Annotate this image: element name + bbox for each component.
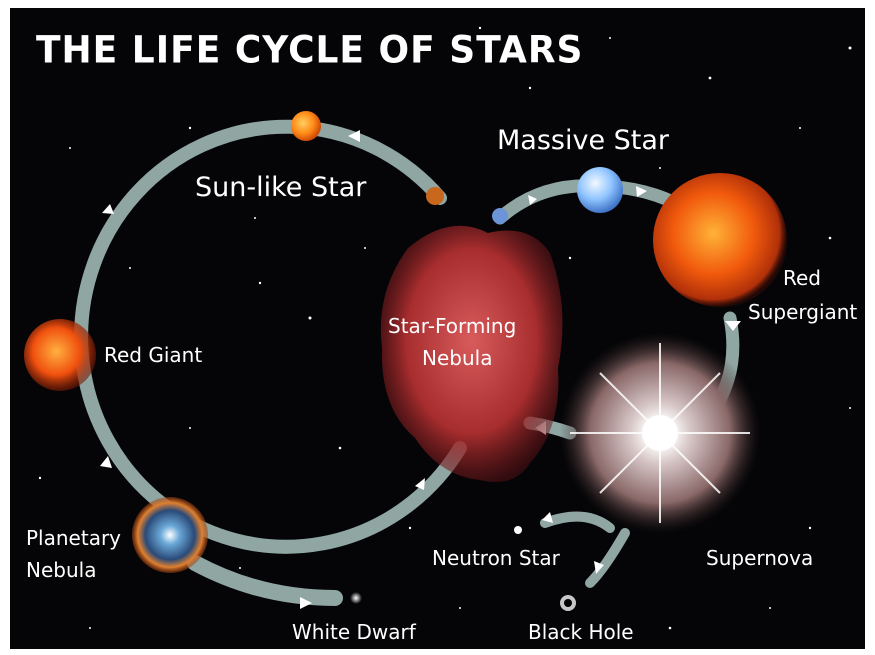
black-hole — [560, 595, 576, 611]
planetary-nebula — [132, 497, 208, 573]
label-white-dwarf: White Dwarf — [292, 620, 416, 644]
red-supergiant — [653, 173, 787, 307]
label-planetary-line2: Nebula — [26, 558, 96, 582]
label-red-supergiant-line1: Red — [783, 266, 821, 290]
label-nebula-line2: Nebula — [422, 346, 492, 370]
label-sun-like-star: Sun-like Star — [195, 173, 366, 203]
diagram-title: THE LIFE CYCLE OF STARS — [36, 29, 583, 72]
label-red-giant: Red Giant — [104, 343, 202, 367]
white-dwarf — [350, 592, 362, 604]
label-black-hole: Black Hole — [528, 620, 634, 644]
small-blue-star — [492, 208, 508, 224]
label-massive-star: Massive Star — [497, 126, 669, 156]
small-sun-near-nebula — [426, 187, 444, 205]
neutron-star — [514, 526, 522, 534]
massive-star — [577, 167, 623, 213]
label-supernova: Supernova — [706, 546, 813, 570]
label-red-supergiant-line2: Supergiant — [748, 300, 857, 324]
sun-like-star — [291, 111, 321, 141]
red-giant — [24, 319, 96, 391]
label-neutron-star: Neutron Star — [432, 546, 560, 570]
label-planetary-line1: Planetary — [26, 526, 121, 550]
diagram-canvas: THE LIFE CYCLE OF STARS Sun-like Star Ma… — [10, 8, 865, 649]
label-nebula-line1: Star-Forming — [388, 314, 516, 338]
supernova — [560, 333, 760, 533]
white-dwarf-path — [195, 563, 335, 598]
